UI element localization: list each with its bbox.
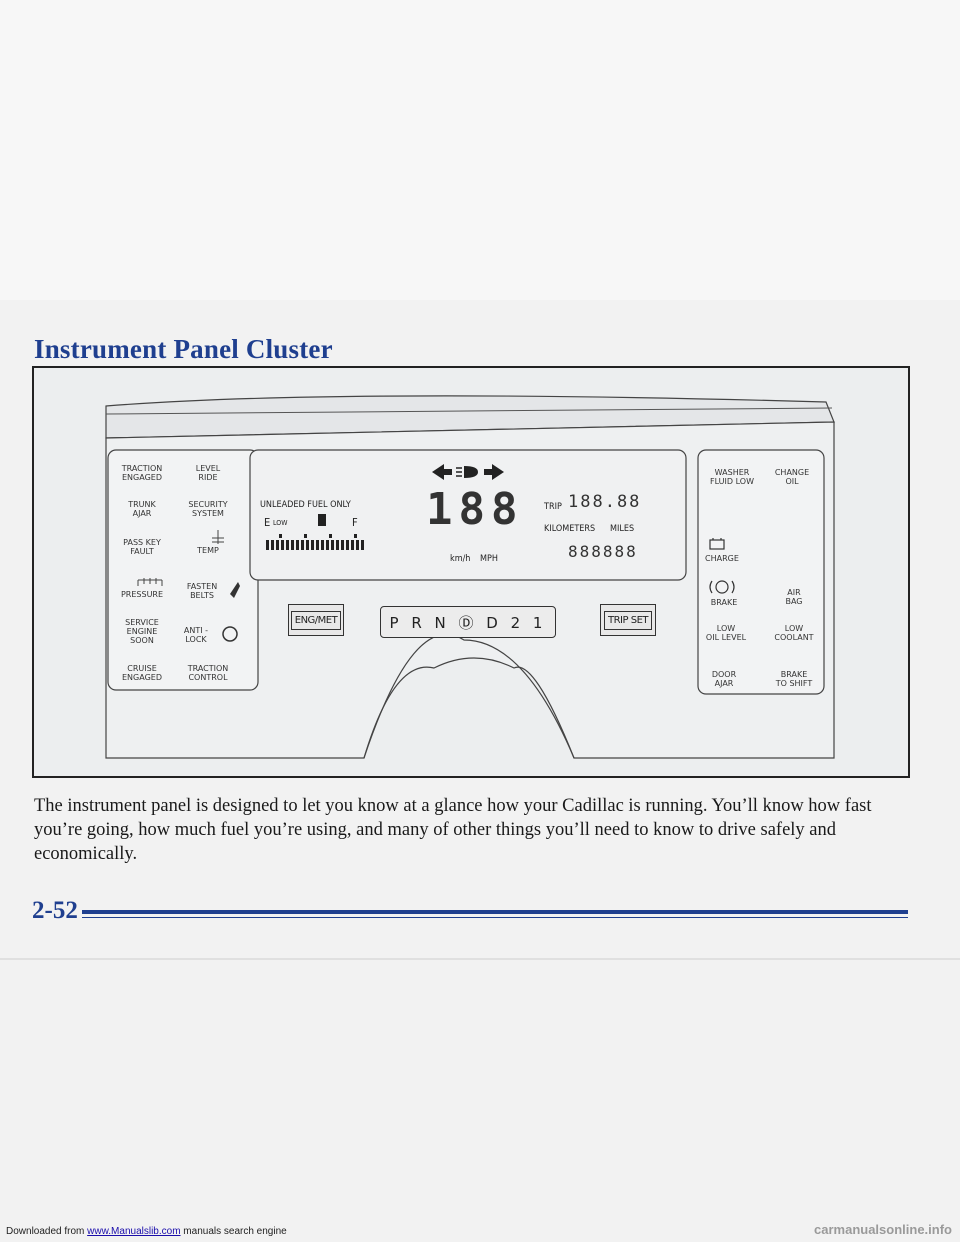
page-number: 2-52 (32, 897, 78, 924)
indicator-trunk-ajar: TRUNK AJAR (128, 500, 156, 518)
indicator-change-oil: CHANGE OIL (774, 468, 810, 486)
indicator-washer-fluid-low: WASHER FLUID LOW (710, 468, 754, 486)
unit-mph: MPH (480, 554, 498, 564)
abs-icon (222, 626, 238, 642)
cluster-outline (105, 395, 835, 759)
indicator-pressure: PRESSURE (120, 590, 164, 599)
page-top-area (0, 0, 960, 300)
indicator-pass-key-fault: PASS KEY FAULT (123, 538, 161, 556)
scan-line (0, 958, 960, 960)
trip-set-button[interactable]: TRIP SET (600, 604, 656, 636)
download-footer: Downloaded from www.Manualslib.com manua… (6, 1226, 287, 1237)
indicator-level-ride: LEVEL RIDE (195, 464, 221, 482)
brake-icon (709, 580, 735, 594)
indicator-low-coolant: LOW COOLANT (774, 624, 814, 642)
page-title: Instrument Panel Cluster (34, 334, 333, 364)
fuel-low-marker: LOW (273, 519, 288, 527)
indicator-cruise-engaged: CRUISE ENGAGED (122, 664, 162, 682)
dashboard-hood (105, 395, 835, 439)
footer-prefix: Downloaded from (6, 1226, 88, 1237)
battery-icon (709, 538, 725, 550)
fuel-pump-icon (318, 514, 326, 526)
right-turn-arrow (484, 464, 504, 480)
eng-met-button-label: ENG/MET (290, 610, 342, 630)
unit-miles: MILES (610, 524, 635, 534)
eng-met-button[interactable]: ENG/MET (288, 604, 344, 636)
indicator-fasten-belts: FASTEN BELTS (186, 582, 218, 600)
right-warning-panel (697, 449, 825, 695)
indicator-brake-to-shift: BRAKE TO SHIFT (775, 670, 813, 688)
indicator-brake: BRAKE (710, 598, 738, 607)
fuel-gauge-bars (266, 534, 364, 550)
footer-suffix: manuals search engine (180, 1226, 287, 1237)
indicator-security-system: SECURITY SYSTEM (188, 500, 228, 518)
trip-set-button-label: TRIP SET (604, 610, 652, 630)
steering-column-arch (363, 633, 575, 759)
indicator-traction-engaged: TRACTION ENGAGED (121, 464, 163, 482)
page-rule-thin (82, 917, 908, 918)
trip-label: TRIP (544, 502, 562, 512)
instrument-cluster-figure: TRACTION ENGAGED LEVEL RIDE TRUNK AJAR S… (32, 366, 910, 778)
indicator-temp: TEMP (197, 546, 219, 555)
indicator-door-ajar: DOOR AJAR (711, 670, 737, 688)
unit-kmh: km/h (450, 554, 471, 564)
fuel-empty-marker: E (264, 516, 271, 529)
seat-belt-icon (230, 582, 240, 598)
headlamp-icon (464, 466, 478, 478)
indicator-service-engine-soon: SERVICE ENGINE SOON (125, 618, 159, 645)
fuel-full-marker: F (352, 516, 358, 529)
odometer: 888888 (568, 542, 638, 561)
indicator-traction-control: TRACTION CONTROL (187, 664, 229, 682)
manualslib-link[interactable]: www.Manualslib.com (87, 1226, 181, 1237)
temperature-icon (212, 530, 224, 544)
indicator-anti-lock: ANTI - LOCK (183, 626, 209, 644)
indicator-low-oil-level: LOW OIL LEVEL (705, 624, 747, 642)
trip-odometer: 188.88 (568, 492, 642, 512)
page-rule-thick (82, 910, 908, 914)
fuel-label: UNLEADED FUEL ONLY (260, 500, 351, 510)
indicator-charge: CHARGE (705, 554, 739, 563)
watermark: carmanualsonline.info (814, 1222, 952, 1237)
tire-pressure-icon (137, 578, 163, 586)
body-paragraph: The instrument panel is designed to let … (34, 796, 872, 864)
left-turn-arrow (432, 464, 452, 480)
speedometer-digits: 188 (426, 484, 524, 535)
unit-kilometers: KILOMETERS (544, 524, 596, 534)
indicator-air-bag: AIR BAG (785, 588, 803, 606)
gear-selector-display: P R N Ⓓ D 2 1 (380, 606, 556, 638)
left-warning-panel (107, 449, 259, 691)
